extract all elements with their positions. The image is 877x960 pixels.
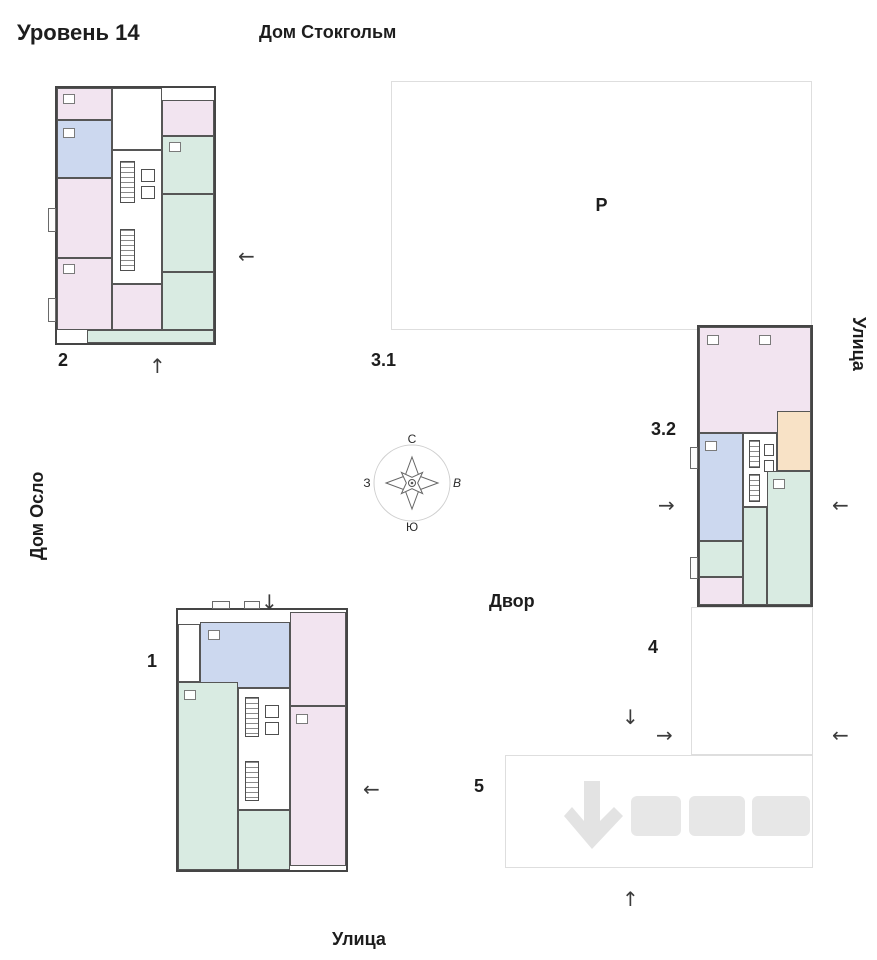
- house-oslo-label: Дом Осло: [27, 471, 47, 560]
- apartment-zone: [162, 100, 214, 136]
- building-4-label: 4: [648, 637, 659, 657]
- compass-west-label: З: [363, 476, 370, 490]
- arrow-right-icon: →: [656, 723, 673, 747]
- apartment-zone: [743, 507, 767, 605]
- apartment-zone: [162, 194, 214, 272]
- bathroom-fixture: [208, 630, 220, 640]
- compass-rose: С В Ю З: [363, 432, 461, 534]
- stair-core: [238, 688, 290, 810]
- bathroom-fixture: [63, 128, 75, 138]
- elevator: [265, 722, 279, 735]
- stairs: [749, 440, 760, 468]
- stairs: [749, 474, 760, 502]
- stairs: [120, 229, 135, 271]
- section-4-area[interactable]: [691, 607, 813, 755]
- watermark-text-block: [752, 796, 810, 836]
- balcony: [690, 447, 698, 469]
- elevator: [141, 186, 155, 199]
- street-bottom-label: Улица: [332, 929, 386, 949]
- balcony: [690, 557, 698, 579]
- apartment-zone: [699, 577, 743, 605]
- apartment-zone: [162, 272, 214, 330]
- elevator: [764, 444, 774, 456]
- arrow-left-icon: ←: [832, 723, 849, 747]
- apartment-zone: [699, 541, 743, 577]
- bathroom-fixture: [184, 690, 196, 700]
- page-title: Уровень 14: [17, 20, 140, 45]
- section-5-area[interactable]: [505, 755, 813, 868]
- apartment-zone: [777, 411, 811, 471]
- apartment-zone: [699, 433, 743, 541]
- arrow-left-icon: ←: [363, 777, 380, 801]
- balcony: [48, 298, 56, 322]
- floorplan-building-3-2[interactable]: [690, 325, 813, 607]
- stairs: [245, 697, 259, 737]
- bathroom-fixture: [759, 335, 771, 345]
- apartment-zone: [87, 330, 214, 343]
- apartment-zone: [178, 624, 200, 682]
- balcony: [244, 601, 260, 609]
- stairs: [120, 161, 135, 203]
- balcony: [212, 601, 230, 609]
- apartment-zone: [290, 612, 346, 706]
- bathroom-fixture: [63, 264, 75, 274]
- building-3-1-label: 3.1: [371, 350, 397, 370]
- apartment-zone: [178, 682, 238, 870]
- compass-east-label: В: [453, 476, 461, 490]
- floorplan-building-1[interactable]: [176, 601, 348, 872]
- apartment-zone: [57, 178, 112, 258]
- apartment-zone: [112, 284, 162, 330]
- courtyard-label: Двор: [489, 591, 535, 611]
- floorplan-building-2[interactable]: [48, 86, 216, 345]
- compass-south-label: Ю: [406, 520, 418, 534]
- building-2-label: 2: [58, 350, 69, 370]
- stairs: [245, 761, 259, 801]
- bathroom-fixture: [296, 714, 308, 724]
- bathroom-fixture: [705, 441, 717, 451]
- balcony: [48, 208, 56, 232]
- elevator: [141, 169, 155, 182]
- elevator: [265, 705, 279, 718]
- parking-label: Р: [595, 195, 608, 215]
- watermark-text-block: [631, 796, 681, 836]
- watermark-icon: [564, 781, 623, 849]
- watermark-text-block: [689, 796, 745, 836]
- arrow-left-icon: ←: [238, 244, 255, 268]
- street-right-label: Улица: [849, 317, 869, 371]
- house-stockholm-label: Дом Стокгольм: [259, 22, 397, 42]
- apartment-zone: [238, 810, 290, 870]
- stair-core: [112, 150, 162, 284]
- apartment-zone: [57, 88, 112, 120]
- arrow-down-icon: ↓: [261, 590, 278, 614]
- arrow-left-icon: ←: [832, 493, 849, 517]
- bathroom-fixture: [169, 142, 181, 152]
- arrow-up-icon: ↑: [149, 354, 166, 378]
- apartment-zone: [290, 706, 346, 866]
- building-3-2-label: 3.2: [651, 419, 677, 439]
- bathroom-fixture: [773, 479, 785, 489]
- arrow-right-icon: →: [658, 493, 675, 517]
- apartment-zone: [112, 88, 162, 150]
- bathroom-fixture: [707, 335, 719, 345]
- apartment-zone: [767, 471, 811, 605]
- compass-north-label: С: [408, 432, 417, 446]
- building-1-label: 1: [147, 651, 158, 671]
- parking-section[interactable]: Р: [391, 81, 812, 330]
- building-5-label: 5: [474, 776, 485, 796]
- bathroom-fixture: [63, 94, 75, 104]
- arrow-up-icon: ↑: [622, 887, 639, 911]
- arrow-down-icon: ↓: [622, 705, 639, 729]
